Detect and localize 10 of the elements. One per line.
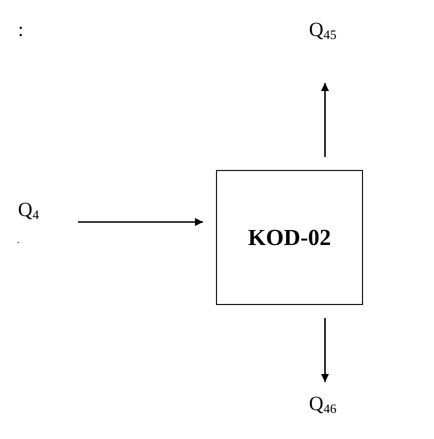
flow-label: Q$_{46}$ [309,393,336,415]
flow-label: Q$_{4}$ [18,199,39,221]
text-label: . [17,236,20,246]
arrow [321,318,329,382]
arrow [78,218,203,226]
process-box [216,170,363,305]
box-label: KOD-02 [248,226,332,249]
flow-label: Q$_{45}$ [309,19,336,41]
arrow [321,83,329,157]
text-label: : [18,20,24,40]
